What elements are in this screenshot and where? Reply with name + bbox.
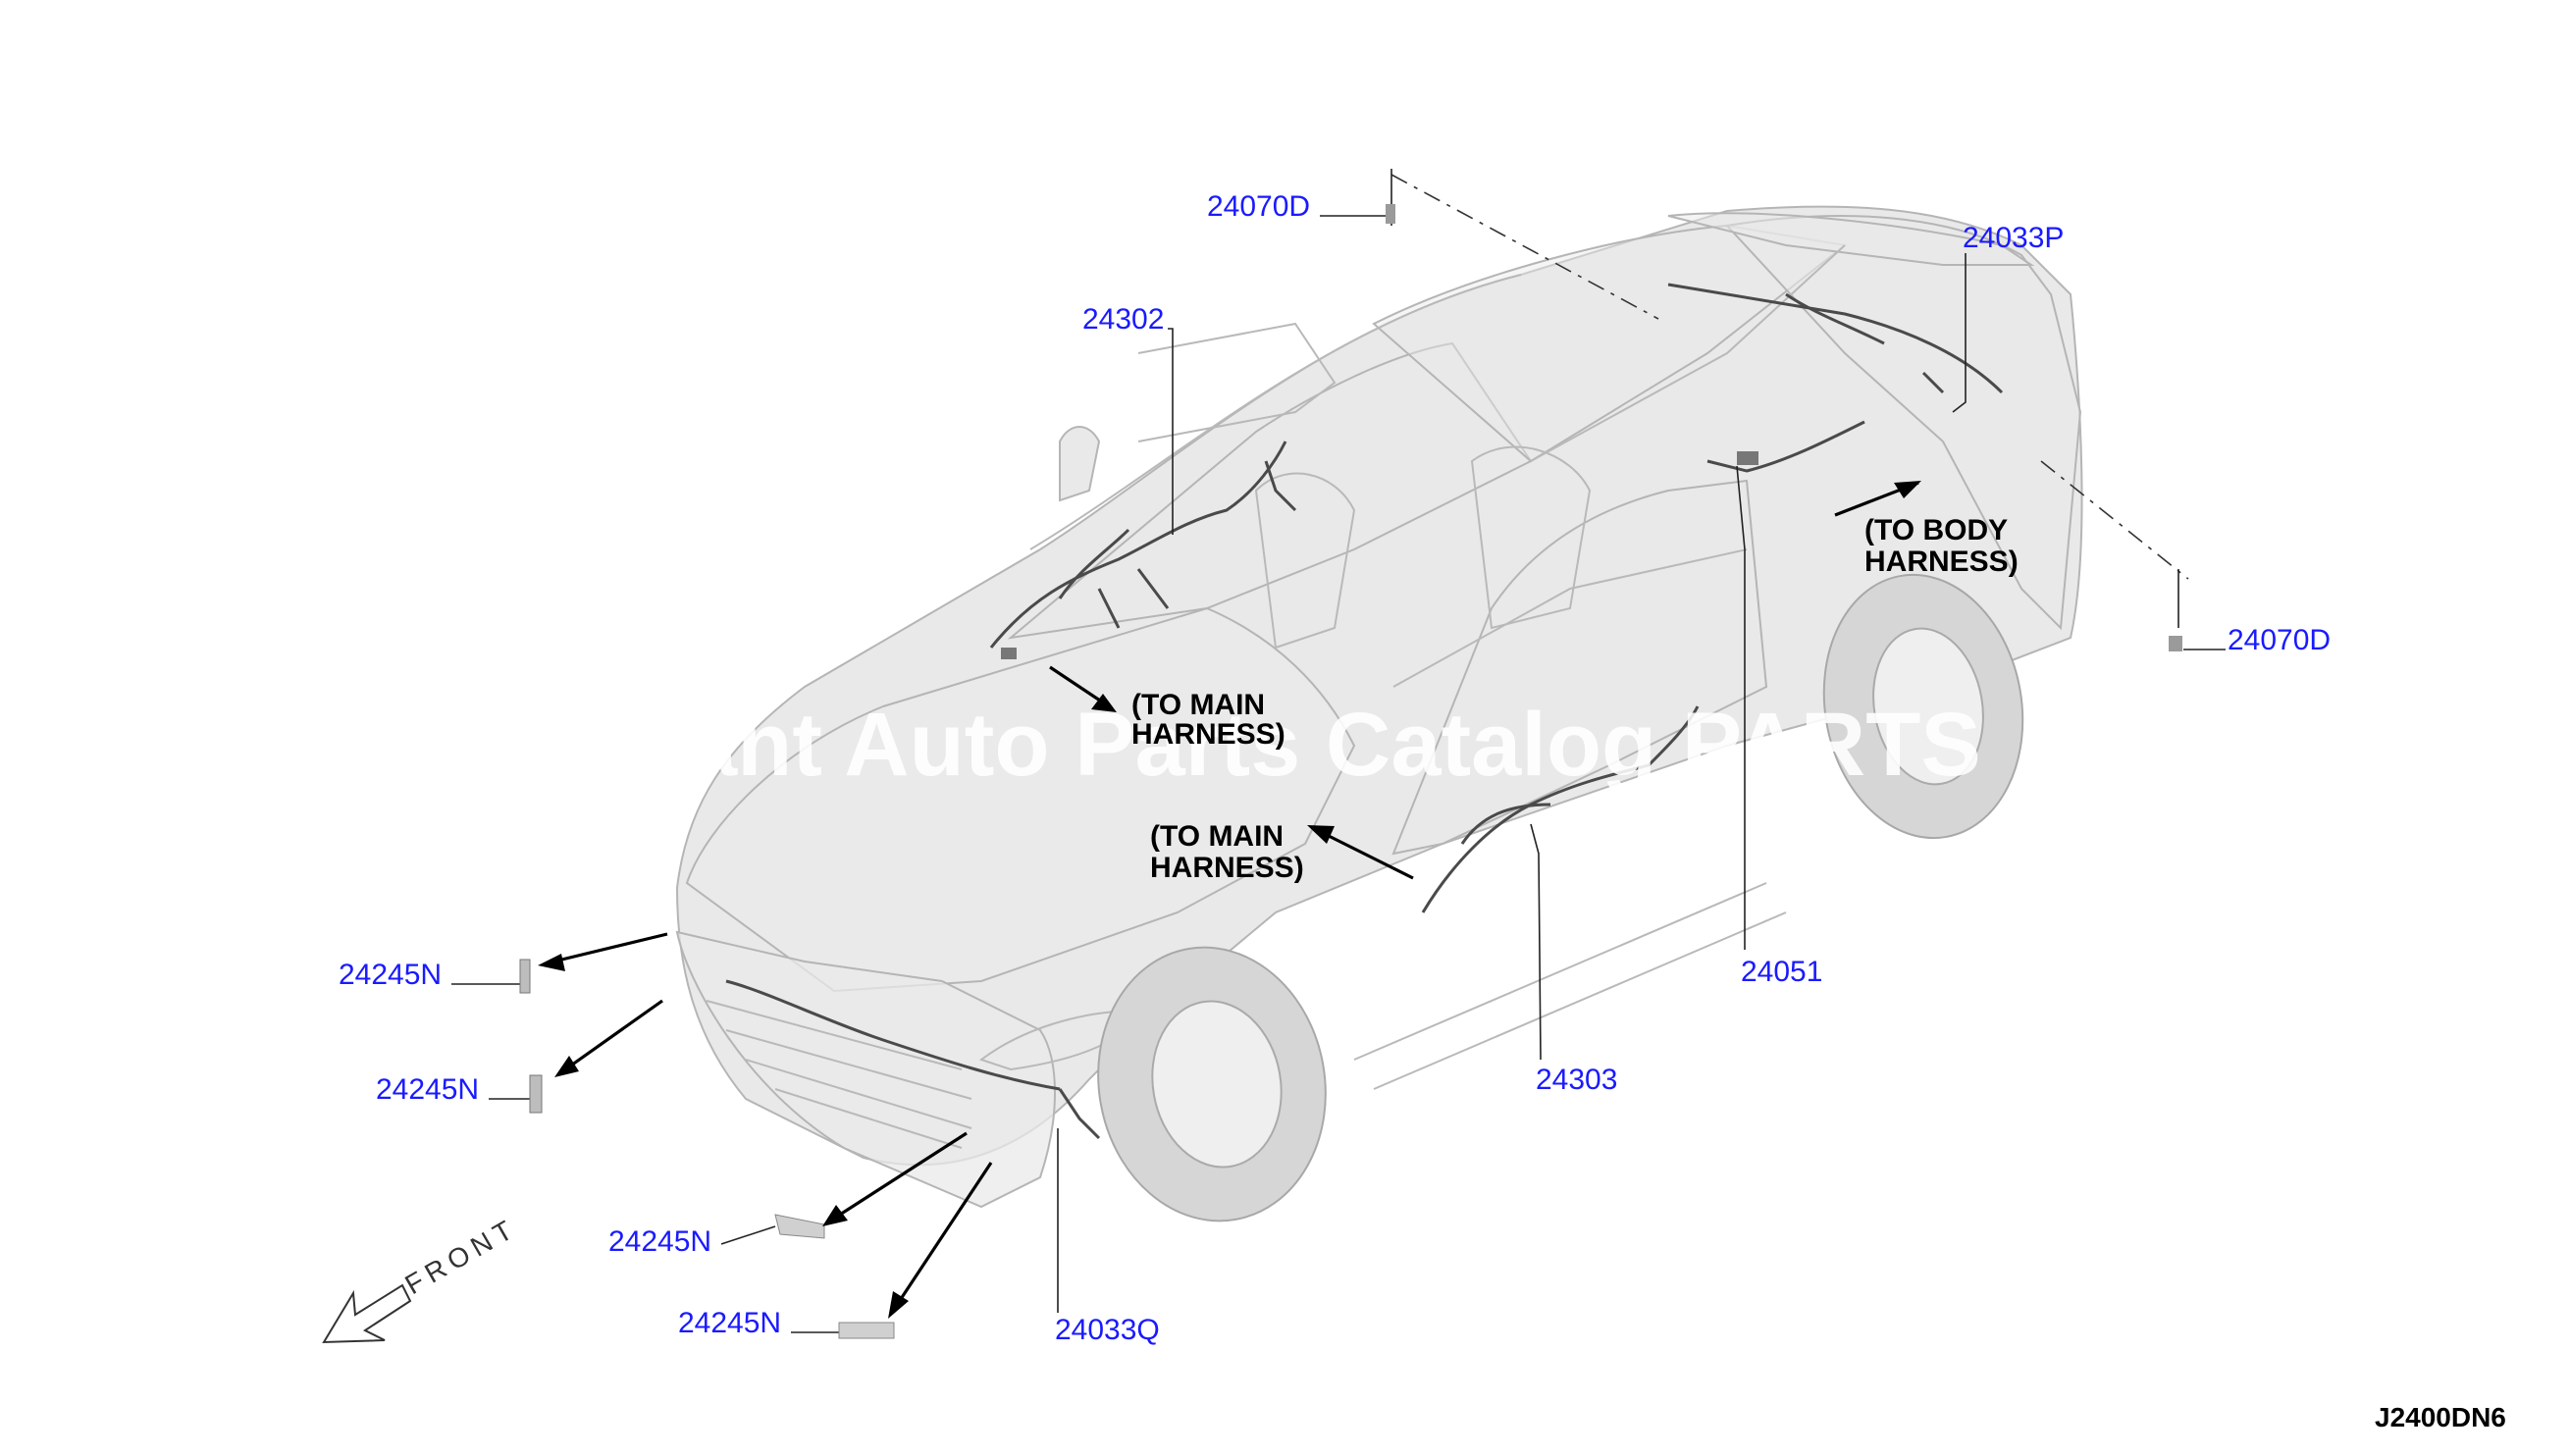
note-to-main-harness-lower-line2: HARNESS) <box>1150 852 1304 884</box>
part-label-24302[interactable]: 24302 <box>1082 303 1164 336</box>
note-to-body-harness-line2: HARNESS) <box>1864 546 2019 578</box>
wiring-harnesses <box>725 283 2004 1140</box>
grille <box>706 1000 972 1149</box>
dash-line-right <box>2040 460 2189 580</box>
part-label-24303[interactable]: 24303 <box>1536 1064 1617 1096</box>
car-illustration <box>675 205 2083 1222</box>
part-label-24245N-3[interactable]: 24245N <box>608 1225 711 1258</box>
note-to-main-harness-upper-line2: HARNESS) <box>1131 718 1285 751</box>
dash-line-top <box>1390 174 1659 320</box>
front-label: FRONT <box>400 1212 523 1300</box>
part-label-24070D-right[interactable]: 24070D <box>2228 624 2331 656</box>
front-direction-indicator: FRONT <box>322 1212 523 1344</box>
part-label-24245N-4[interactable]: 24245N <box>678 1307 781 1339</box>
diagram-code: J2400DN6 <box>2375 1402 2506 1432</box>
arrows <box>538 481 1921 1319</box>
part-label-24245N-1[interactable]: 24245N <box>339 959 442 991</box>
part-label-24051[interactable]: 24051 <box>1741 956 1822 988</box>
note-to-body-harness-line1: (TO BODY <box>1864 514 2008 546</box>
part-label-24033P[interactable]: 24033P <box>1963 222 2064 254</box>
note-to-main-harness-lower-line1: (TO MAIN <box>1150 820 1284 853</box>
part-label-24245N-2[interactable]: 24245N <box>376 1073 479 1106</box>
note-to-main-harness-upper-line1: (TO MAIN <box>1131 689 1265 721</box>
watermark: ant Auto Parts Catalog PARTS <box>687 695 1981 795</box>
part-label-24070D-top[interactable]: 24070D <box>1207 190 1310 223</box>
part-label-24033Q[interactable]: 24033Q <box>1055 1314 1160 1346</box>
front-arrow-icon <box>322 1283 412 1344</box>
